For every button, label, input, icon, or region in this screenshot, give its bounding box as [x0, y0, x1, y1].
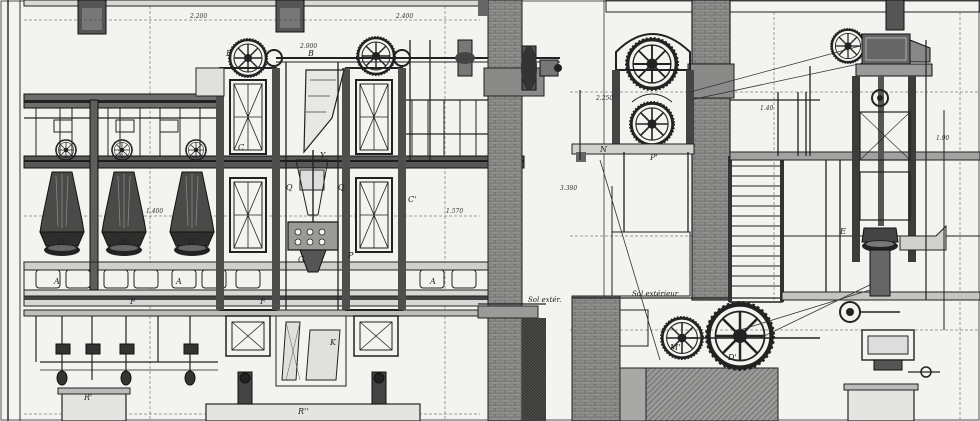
- label-n: N: [599, 145, 608, 154]
- label-d: D': [727, 353, 737, 362]
- dim-v4: 1.90: [936, 135, 950, 142]
- label-p: P: [347, 251, 354, 260]
- label-c: C: [238, 143, 244, 152]
- ground-label-left: Sol extér.: [528, 296, 561, 304]
- label-b-mid: B: [307, 49, 314, 58]
- label-a3: A: [429, 277, 436, 286]
- dim-mid2: 1.400: [146, 208, 163, 215]
- label-m: M': [669, 343, 680, 352]
- label-b-left: B: [225, 49, 232, 58]
- label-c2: C': [408, 195, 416, 204]
- dim-v2: 3.380: [560, 185, 577, 192]
- label-a1: A: [53, 277, 60, 286]
- label-h3: H: [187, 237, 196, 246]
- dim-mid1: 1.570: [446, 208, 463, 215]
- label-h1: H: [57, 237, 66, 246]
- label-a2: A: [175, 277, 182, 286]
- label-e: E: [839, 227, 846, 236]
- label-p-right: P': [649, 153, 658, 162]
- ground-label-right: Sol extérieur: [632, 290, 679, 298]
- dim-top3: 2.900: [299, 43, 317, 50]
- right-section: Sol extérieur: [560, 0, 980, 421]
- left-elevation: C C' Q Q B B Y P A A A F F H H H G K R' …: [23, 0, 560, 421]
- label-y: Y: [320, 151, 326, 160]
- dim-top2: 2.400: [395, 13, 413, 20]
- label-g: G: [298, 255, 305, 264]
- label-r2: R'': [297, 407, 308, 416]
- dim-top1: 2.200: [189, 13, 207, 20]
- label-f2: F: [259, 297, 266, 306]
- label-q-right: Q: [338, 183, 345, 192]
- dim-v3: 1.40: [760, 105, 774, 112]
- label-h2: H: [119, 237, 128, 246]
- label-f1: F: [129, 297, 136, 306]
- label-r: R': [83, 393, 92, 402]
- label-k: K: [329, 338, 337, 347]
- left-wall: Sol extér.: [477, 0, 562, 421]
- label-q-left: Q: [286, 183, 293, 192]
- dim-v1: 2.250: [595, 95, 613, 102]
